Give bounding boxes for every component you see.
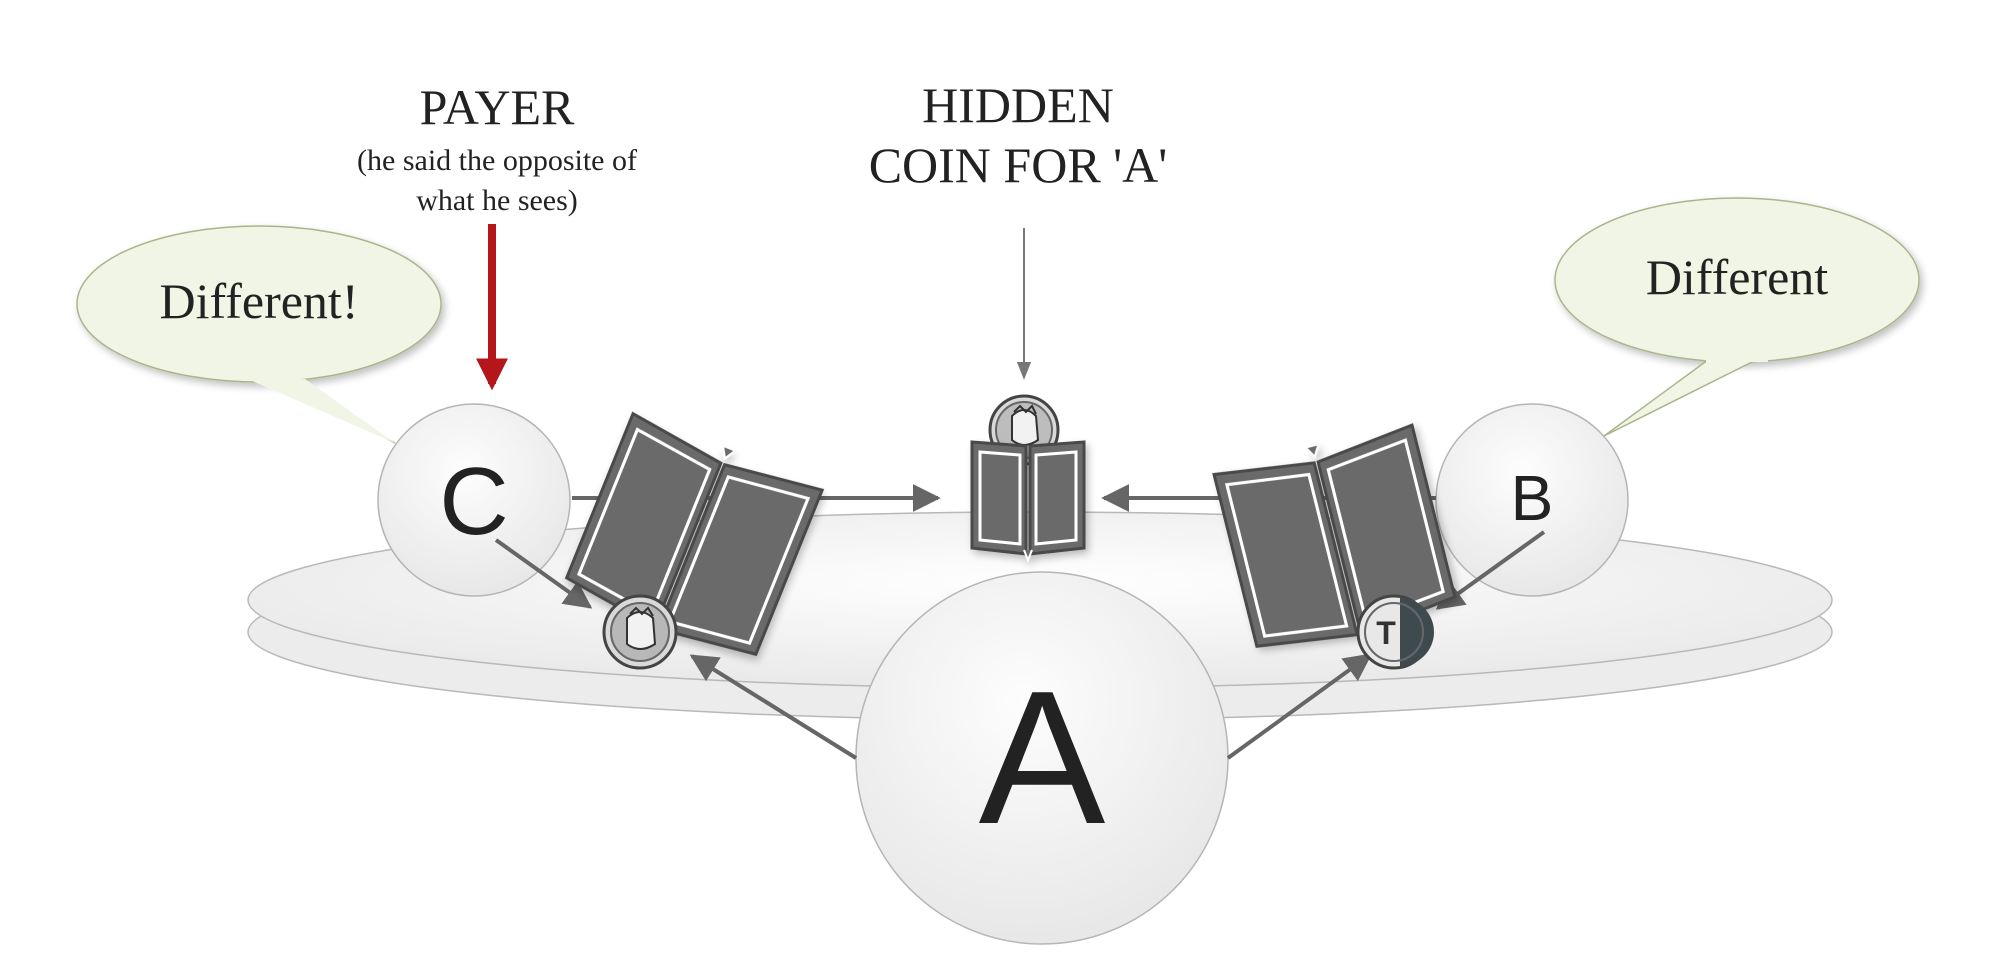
participant-b: B bbox=[1435, 403, 1629, 597]
speech-bubble-right: Different bbox=[1554, 197, 1920, 437]
participant-a: A bbox=[855, 571, 1229, 945]
payer-note-line1: (he said the opposite of bbox=[357, 144, 637, 177]
bubble-left-text: Different! bbox=[160, 273, 359, 329]
participant-b-label: B bbox=[1511, 462, 1554, 534]
speech-bubble-left: Different! bbox=[76, 225, 442, 444]
payer-title: PAYER bbox=[420, 79, 575, 135]
arrow-c-to-left-coin bbox=[494, 538, 593, 609]
arrow-a-to-right-coin bbox=[1226, 653, 1373, 760]
participant-c: C bbox=[377, 403, 571, 597]
bubble-right-text: Different bbox=[1646, 249, 1828, 305]
arrow-a-to-left-coin bbox=[689, 654, 858, 760]
folding-menu-right-icon bbox=[1212, 423, 1457, 648]
right-coin-tails-icon: T bbox=[1356, 594, 1434, 670]
participant-a-label: A bbox=[979, 652, 1106, 864]
hidden-coin-title-line1: HIDDEN bbox=[922, 77, 1114, 133]
hidden-coin-title-line2: COIN FOR 'A' bbox=[869, 137, 1168, 193]
participant-c-label: C bbox=[439, 448, 508, 555]
left-coin-heads-icon bbox=[602, 594, 678, 670]
folding-menu-center-icon bbox=[970, 440, 1086, 563]
payer-note-line2: what he sees) bbox=[416, 184, 578, 217]
coin-tails-letter: T bbox=[1376, 615, 1396, 651]
